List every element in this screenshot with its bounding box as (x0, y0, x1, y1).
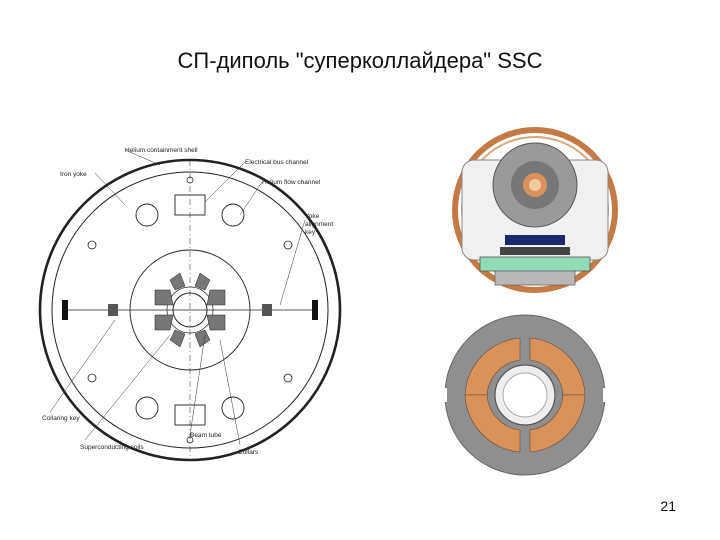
yoke-hole (135, 396, 159, 420)
superconducting-coil (169, 329, 186, 348)
small-hole (87, 240, 97, 250)
label-yoke-alignment-key-line2: alignment (305, 221, 333, 228)
beam-tube-outline (172, 292, 208, 328)
collaring-key-block (262, 304, 272, 316)
label-helium-containment-shell: Helium containment shell (125, 147, 198, 154)
label-iron-yoke: Iron yoke (60, 171, 87, 178)
cryostat-cross-section-photo (452, 127, 618, 293)
superconducting-coil (154, 314, 174, 331)
label-electrical-bus-channel: Electrical bus channel (245, 159, 309, 166)
collared-coil-cross-section (435, 314, 615, 476)
yoke-hole (135, 203, 159, 227)
copper-shield-ring (452, 127, 618, 293)
superconducting-coil (169, 272, 186, 291)
support-post (494, 270, 576, 286)
yoke-hole (221, 396, 245, 420)
superconducting-coil (206, 314, 226, 331)
label-collaring-key: Collaring key (42, 415, 80, 422)
small-hole (283, 240, 293, 250)
page-number: 21 (660, 498, 676, 514)
label-yoke-alignment-key-line3: key (305, 229, 316, 236)
small-hole (87, 373, 97, 383)
superconducting-coil (206, 289, 226, 306)
superconducting-coil (194, 272, 211, 291)
label-collars: Collars (238, 449, 259, 456)
electrical-bus-bar (505, 235, 565, 245)
yoke-hole (221, 203, 245, 227)
collaring-key-block (108, 304, 118, 316)
slide-title: СП-диполь "суперколлайдера" SSC (177, 48, 543, 73)
superconducting-coil (194, 329, 211, 348)
dipole-schematic-diagram: Helium containment shell Iron yoke Elect… (38, 147, 342, 462)
label-superconducting-coils: Superconducting coils (80, 444, 144, 451)
coil-windings (464, 337, 586, 453)
label-helium-flow-channel: Helium flow channel (262, 179, 321, 186)
label-yoke-alignment-key-line1: Yoke (305, 213, 320, 220)
yoke-alignment-key (312, 300, 318, 320)
superconducting-coil (154, 289, 174, 306)
helium-channel-green (479, 256, 591, 272)
small-hole (283, 373, 293, 383)
label-beam-tube: Beam tube (190, 432, 222, 439)
yoke-alignment-key (62, 300, 68, 320)
